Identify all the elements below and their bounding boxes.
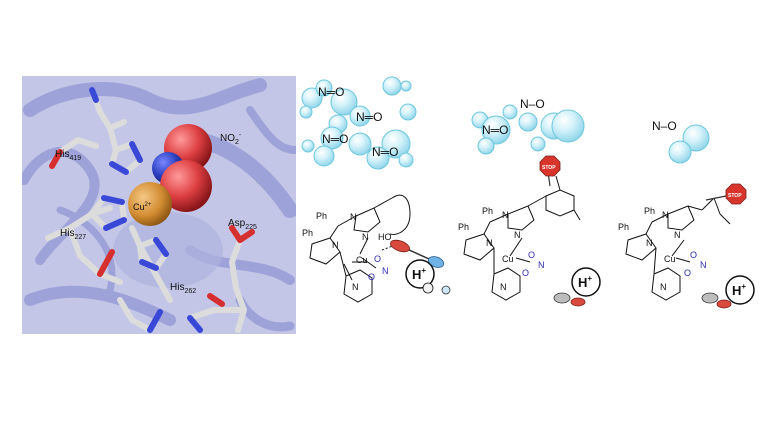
label-cu2: Cu2+ [133, 202, 152, 212]
gas-no-3: N═O [322, 132, 349, 146]
c3-n-4: N [660, 282, 667, 292]
c3-n-5: N [700, 260, 707, 270]
proton-2-label: H+ [578, 274, 592, 290]
c2-o-1: O [528, 250, 535, 260]
c2-ph-2: Ph [458, 222, 469, 232]
c1-ph-2: Ph [302, 228, 313, 238]
label-his262: His262 [170, 282, 196, 295]
c2-n-1: N [486, 238, 493, 248]
c3-ph-1: Ph [644, 206, 655, 216]
c2-cu: Cu [502, 254, 514, 264]
stop-sign-2: STOP [539, 155, 561, 187]
copper-sphere [128, 182, 172, 226]
label-no2: NO2- [220, 132, 242, 146]
oxygen-sphere-bottom [160, 160, 212, 212]
c1-ho: HO [378, 232, 392, 242]
gas-no-6: N═O [482, 123, 509, 137]
c3-n-3: N [674, 230, 681, 240]
c2-n-3: N [514, 230, 521, 240]
c1-n-2: N [350, 212, 357, 222]
c1-n-4: N [352, 282, 359, 292]
c1-n-1: N [332, 240, 339, 250]
gas-no-1: N═O [318, 85, 345, 99]
gas-no-2: N═O [356, 110, 383, 124]
c3-n-1: N [646, 238, 653, 248]
bubbles-right [668, 124, 710, 164]
c2-n-4: N [500, 282, 507, 292]
ribbon-blob [113, 212, 223, 288]
stop-sign-2-label: STOP [542, 165, 556, 171]
complex-3 [625, 197, 731, 301]
c2-ph-1: Ph [482, 206, 493, 216]
label-his419: His419 [55, 149, 81, 162]
c3-o-1: O [690, 250, 697, 260]
gas-no-5: N–O [520, 97, 545, 111]
label-asp225: Asp225 [228, 218, 257, 231]
c2-n-5: N [538, 260, 545, 270]
protein-panel: His419 NO2- Cu2+ Asp225 His227 His262 [22, 76, 296, 334]
proton-ball-2: H+ [553, 267, 601, 307]
c3-cu: Cu [664, 254, 676, 264]
proton-ball-3: H+ [701, 275, 755, 309]
c1-cu: Cu [356, 255, 368, 265]
c3-n-2: N [662, 210, 669, 220]
complex-2 [463, 175, 581, 301]
c1-n-3: N [362, 232, 369, 242]
c1-n-5: N [382, 266, 389, 276]
c2-o-2: O [522, 268, 529, 278]
label-his227: His227 [60, 228, 86, 241]
gas-no-4: N═O [372, 145, 399, 159]
c1-ph-1: Ph [316, 211, 327, 221]
c1-o-2: O [368, 272, 375, 282]
gas-no-7: N–O [652, 119, 677, 133]
stop-sign-3: STOP [705, 183, 747, 205]
proton-3-label: H+ [732, 282, 746, 298]
swab-1 [390, 239, 445, 268]
proton-ball-1: H+ [405, 259, 451, 295]
proton-1-label: H+ [412, 266, 426, 282]
c3-ph-2: Ph [618, 222, 629, 232]
bubbles-left [299, 76, 417, 170]
c2-n-2: N [502, 210, 509, 220]
complex-1 [309, 194, 411, 303]
c1-o-1: O [374, 254, 381, 264]
c3-o-2: O [684, 268, 691, 278]
bubbles-middle [471, 104, 585, 155]
stop-sign-3-label: STOP [728, 193, 742, 199]
